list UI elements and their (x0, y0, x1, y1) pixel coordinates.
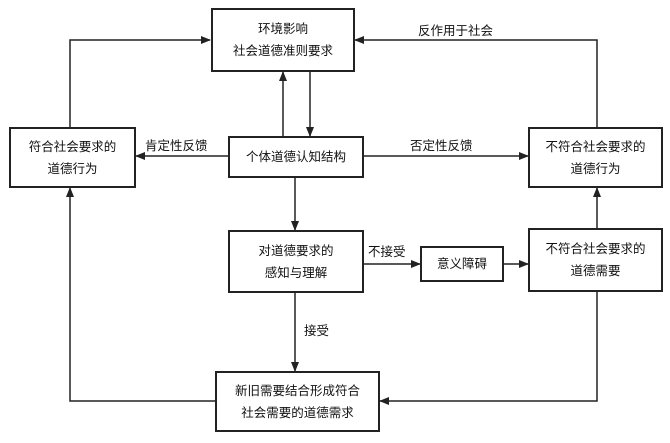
individual-box-text: 个体道德认知结构 (245, 149, 346, 164)
label-positive-feedback: 肯定性反馈 (145, 138, 208, 153)
conform-box-line-1: 符合社会要求的 (28, 138, 117, 154)
env-box: 环境影响 社会道德准则要求 (211, 8, 355, 72)
arrow-newneed-to-conform (66, 187, 215, 402)
nonconform-box: 不符合社会要求的 道德行为 (528, 127, 663, 188)
label-negative-feedback: 否定性反馈 (410, 138, 473, 153)
individual-box: 个体道德认知结构 (228, 136, 364, 178)
new-need-box-line-2: 社会需要的道德需求 (241, 404, 354, 420)
barrier-box-text: 意义障碍 (436, 256, 487, 271)
nonconform-box-line-2: 道德行为 (570, 160, 621, 176)
label-accept: 接受 (304, 323, 330, 338)
perception-box-line-1: 对道德要求的 (258, 242, 334, 258)
conform-box: 符合社会要求的 道德行为 (9, 127, 136, 188)
nonconform-need-box-line-1: 不符合社会要求的 (545, 241, 646, 256)
barrier-box: 意义障碍 (420, 246, 504, 282)
conform-box-line-2: 道德行为 (47, 160, 98, 176)
nonconform-need-box: 不符合社会要求的 道德需要 (528, 228, 663, 292)
label-feedback-to-society: 反作用于社会 (418, 23, 494, 38)
env-box-line-1: 环境影响 (257, 21, 308, 36)
perception-box-line-2: 感知与理解 (264, 264, 328, 280)
nonconform-box-line-1: 不符合社会要求的 (545, 138, 646, 154)
arrow-nonconform-to-env (354, 36, 598, 127)
perception-box: 对道德要求的 感知与理解 (228, 230, 364, 293)
env-box-line-2: 社会道德准则要求 (232, 43, 333, 58)
arrow-conform-to-env (69, 36, 211, 127)
new-need-box: 新旧需要结合形成符合 社会需要的道德需求 (215, 371, 380, 432)
label-not-accept: 不接受 (368, 244, 406, 259)
arrow-need-to-newneed (379, 292, 598, 405)
new-need-box-line-1: 新旧需要结合形成符合 (234, 382, 360, 398)
nonconform-need-box-line-2: 道德需要 (570, 263, 621, 278)
